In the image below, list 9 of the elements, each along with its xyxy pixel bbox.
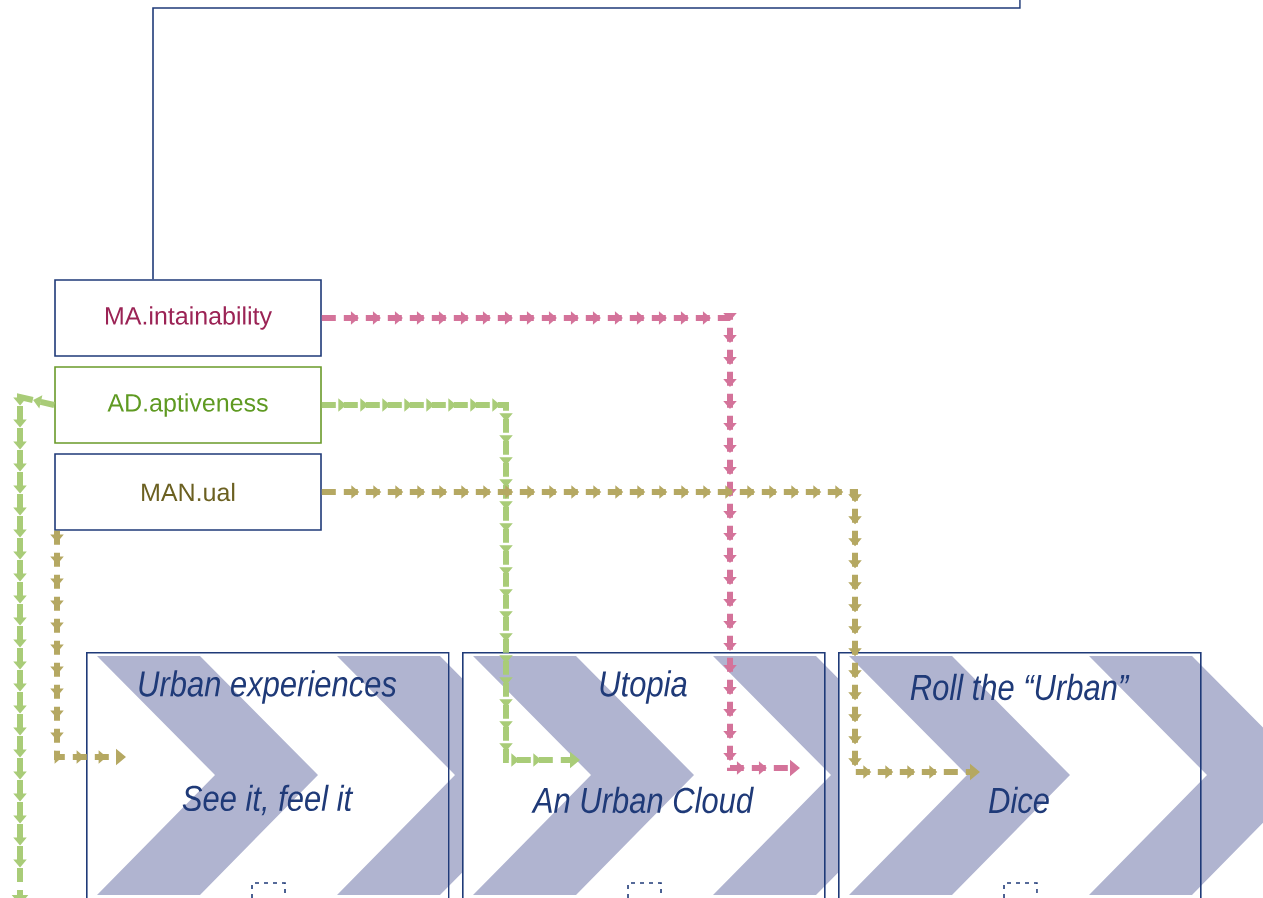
label-box: AD.aptiveness bbox=[54, 366, 322, 444]
panel-title: Utopia bbox=[600, 670, 687, 704]
label-box: MA.intainability bbox=[54, 279, 322, 357]
panel-subtitle: Dice bbox=[989, 786, 1049, 814]
label-box: MAN.ual bbox=[54, 453, 322, 531]
panel-subtitle: An Urban Cloud bbox=[531, 786, 754, 814]
panel-title: Urban experiences bbox=[139, 670, 397, 704]
panel-subtitle: See it, feel it bbox=[182, 784, 354, 816]
panel-title: Roll the “Urban” bbox=[910, 673, 1130, 701]
